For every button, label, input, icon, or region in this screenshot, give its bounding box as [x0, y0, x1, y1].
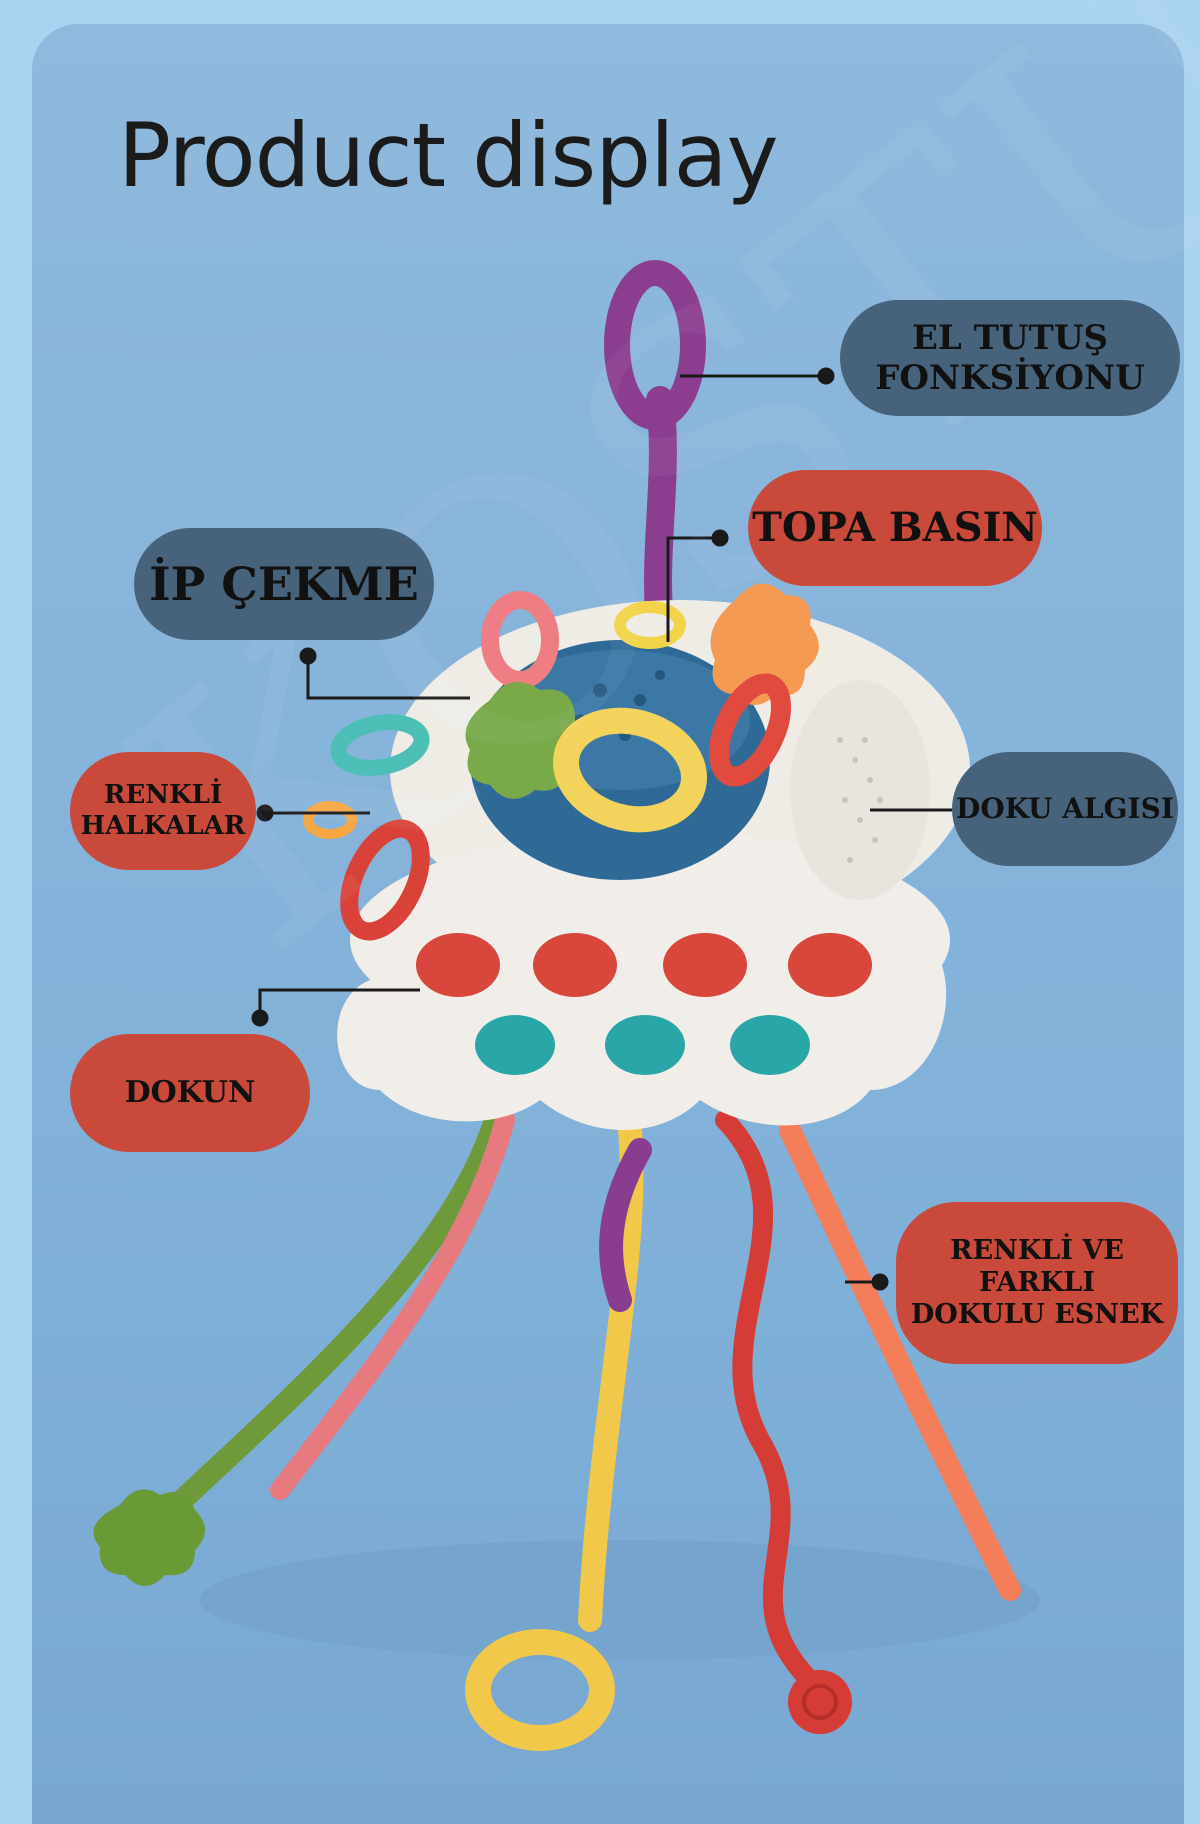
label-renkli-esnek: RENKLİ VE FARKLI DOKULU ESNEK: [896, 1202, 1178, 1364]
label-ip-cekme: İP ÇEKME: [134, 528, 434, 640]
label-dokun: DOKUN: [70, 1034, 310, 1152]
page-title: Product display: [118, 104, 779, 207]
label-doku-algisi: DOKU ALGISI: [952, 752, 1178, 866]
label-topa-basin: TOPA BASIN: [748, 470, 1042, 586]
label-renkli-halkalar: RENKLİ HALKALAR: [70, 752, 256, 870]
label-el-tutus: EL TUTUŞ FONKSİYONU: [840, 300, 1180, 416]
